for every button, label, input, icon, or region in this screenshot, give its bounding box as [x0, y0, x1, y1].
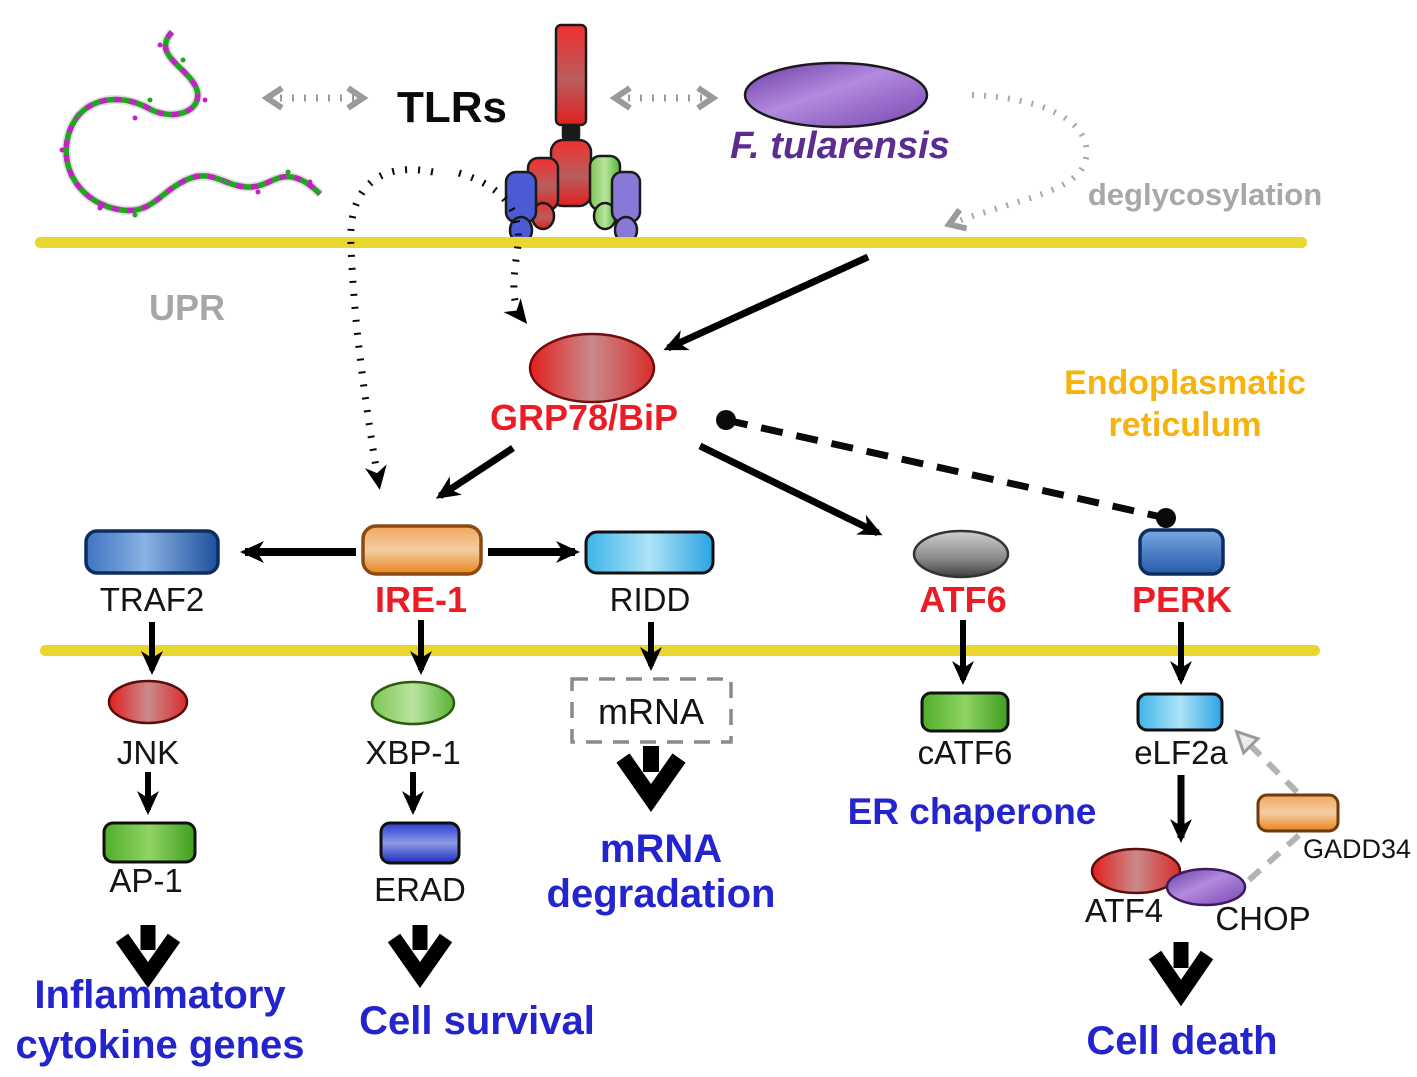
mrna-degradation-arrow [616, 746, 686, 812]
grp78-ellipse [528, 332, 656, 404]
gadd34-node [1256, 793, 1340, 833]
tlr-receptor [504, 23, 642, 245]
ire1-label: IRE-1 [375, 579, 467, 620]
mrna-degradation-line2: degradation [547, 872, 776, 916]
grp78-atf6-arrow [698, 442, 883, 537]
erad-label: ERAD [374, 871, 466, 908]
deglycosylation-label: deglycosylation [1088, 177, 1322, 212]
xbp1-label: XBP-1 [365, 734, 460, 771]
elf2a-node [1136, 692, 1224, 732]
jnk-label: JNK [117, 734, 179, 771]
mrna-degradation-line1: mRNA [600, 827, 722, 871]
erad-node [379, 821, 461, 865]
ap1-outcome-arrow [115, 925, 181, 989]
grp78-label: GRP78/BiP [490, 397, 678, 438]
atf6-label: ATF6 [919, 579, 1006, 620]
f-tularensis-ellipse [743, 61, 929, 129]
er-membrane [40, 645, 1320, 656]
plasma-membrane [35, 237, 1307, 248]
ap1-node [102, 821, 197, 864]
catf6-node [920, 691, 1010, 733]
catf6-label: cATF6 [918, 734, 1013, 771]
mrna-label: mRNA [598, 691, 704, 732]
ire1-node [361, 524, 483, 576]
inflammatory-label-line1: Inflammatory [34, 973, 286, 1017]
deglycosylation-arrow [943, 92, 1090, 232]
gadd34-elf2a-arrow [1234, 729, 1300, 795]
traf2-node [84, 529, 220, 575]
chop-label: CHOP [1215, 900, 1310, 937]
ridd-node [584, 530, 715, 575]
atf4-label: ATF4 [1085, 892, 1163, 929]
elf2a-label: eLF2a [1134, 734, 1228, 771]
tlr-ire1-signal-arrow [347, 166, 434, 490]
grp78-perk-dissociation-line [716, 410, 1176, 528]
lps-molecule [59, 28, 324, 218]
ridd-label: RIDD [610, 581, 691, 618]
mrna-box [570, 677, 733, 744]
er-label-line2: reticulum [1108, 406, 1261, 444]
inflammatory-label-line2: cytokine genes [15, 1023, 304, 1067]
jnk-node [107, 679, 189, 725]
f-tularensis-label: F. tularensis [730, 125, 950, 167]
perk-label: PERK [1132, 579, 1232, 620]
pathogen-entry-arrow [663, 253, 870, 352]
xbp1-node [370, 680, 456, 726]
atf6-node [912, 529, 1010, 579]
cell-survival-label: Cell survival [359, 999, 595, 1043]
cell-death-label: Cell death [1086, 1019, 1277, 1063]
erad-outcome-arrow [387, 925, 453, 989]
er-label-line1: Endoplasmatic [1064, 364, 1306, 402]
grp78-ire1-arrow [435, 445, 515, 499]
traf2-label: TRAF2 [100, 581, 205, 618]
perk-node [1138, 528, 1225, 576]
er-chaperone-label: ER chaperone [848, 791, 1097, 832]
chop-node [1165, 867, 1247, 907]
chop-gadd34-line [1246, 825, 1310, 883]
tlrs-label: TLRs [397, 83, 507, 132]
chop-outcome-arrow [1148, 942, 1214, 1007]
upr-label: UPR [149, 287, 225, 328]
gadd34-label: GADD34 [1303, 834, 1411, 864]
ap1-label: AP-1 [109, 862, 182, 899]
atf4-node [1090, 847, 1182, 895]
